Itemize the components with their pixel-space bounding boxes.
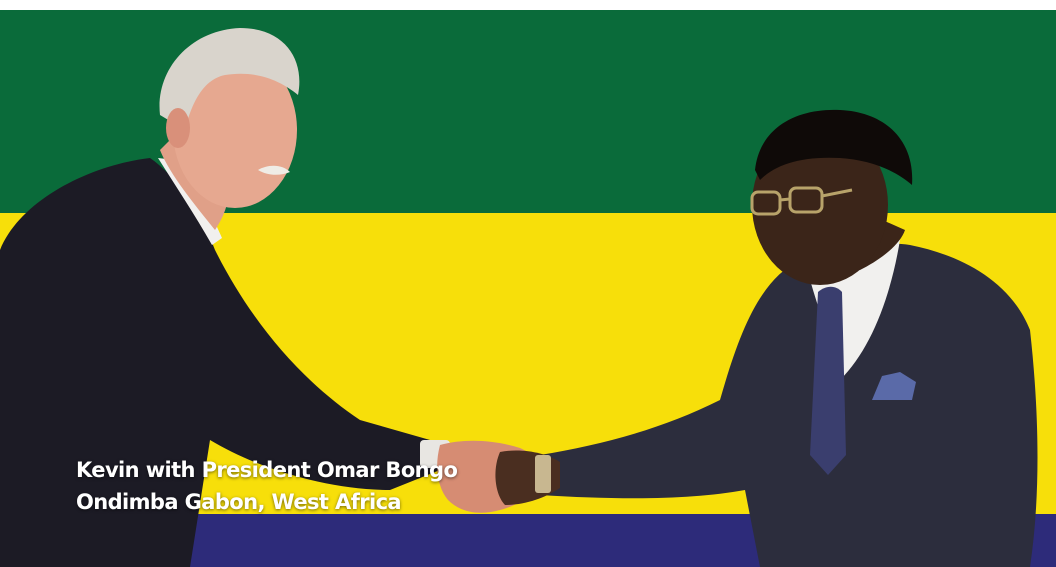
- left-man-shirt-collar: [158, 158, 222, 245]
- right-man-hair: [755, 109, 913, 185]
- top-white-border: [0, 0, 1056, 10]
- right-man-tie: [810, 286, 846, 475]
- photo-caption: Kevin with President Omar Bongo Ondimba …: [76, 454, 596, 518]
- left-man-hair: [159, 28, 300, 130]
- left-man-suit: [0, 158, 440, 567]
- right-man-glasses: [750, 186, 853, 216]
- right-man-pocket-square: [872, 372, 916, 400]
- caption-line-2: Ondimba Gabon, West Africa: [76, 490, 402, 514]
- right-man-face: [752, 125, 888, 285]
- caption-line-1: Kevin with President Omar Bongo: [76, 458, 458, 482]
- left-man-mustache: [258, 165, 290, 175]
- left-man-ear: [166, 108, 190, 148]
- right-man-suit: [540, 243, 1038, 567]
- right-man-shirt-cuff: [535, 455, 551, 493]
